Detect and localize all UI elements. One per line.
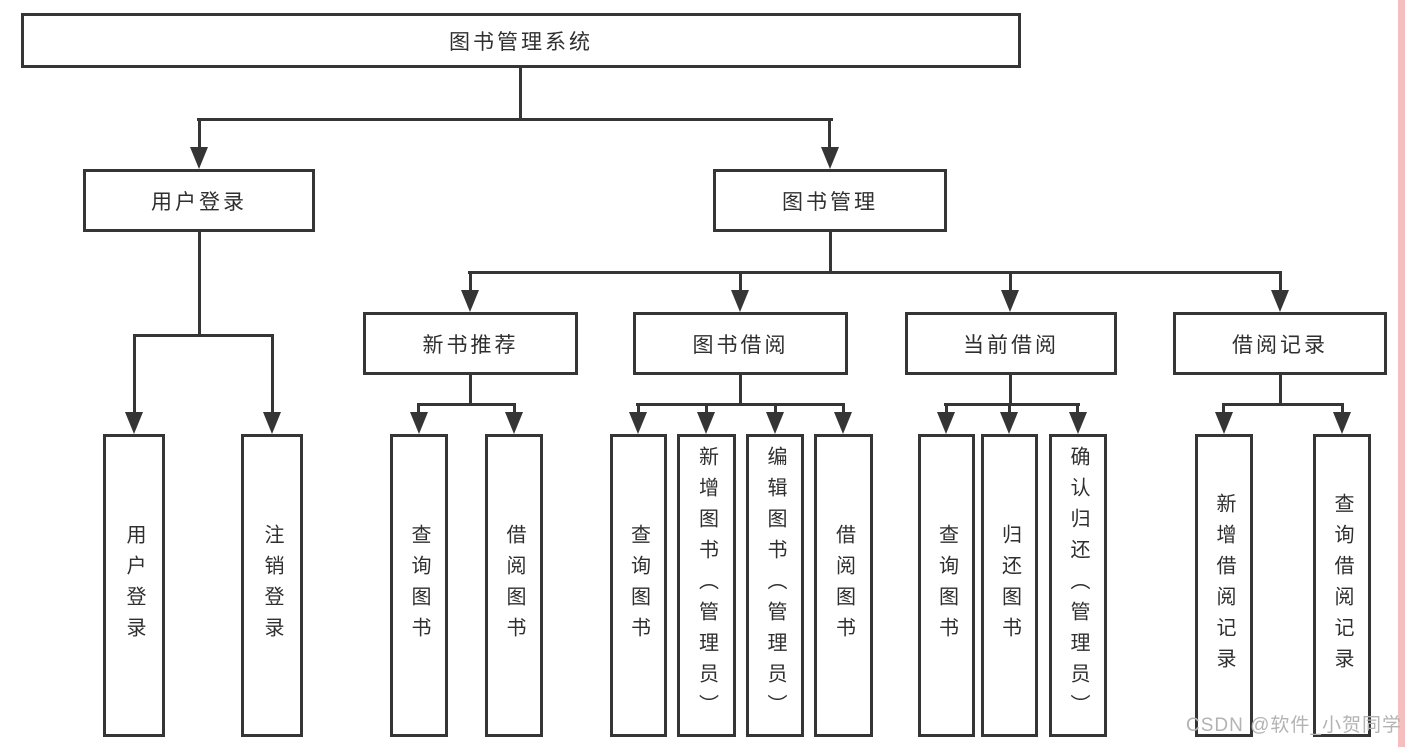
leaf-borrow-add-books-admin: 新增图书（管理员） <box>677 434 736 737</box>
leaf-current-return-books-label: 归还图书 <box>998 523 1021 648</box>
arrowhead-icon <box>1215 412 1233 434</box>
connector-line <box>739 271 742 292</box>
connector-line <box>468 271 1282 274</box>
connector-line <box>198 118 201 150</box>
watermark: CSDN @软件_小贺同学 <box>1186 715 1402 736</box>
connector-line <box>198 232 201 336</box>
leaf-records-add-record-label: 新增借阅记录 <box>1213 492 1235 679</box>
leaf-current-confirm-return-admin: 确认归还（管理员） <box>1049 434 1107 737</box>
right-edge-strip <box>1398 0 1405 747</box>
leaf-user-login-label: 用户登录 <box>123 523 145 648</box>
node-book-management: 图书管理 <box>713 169 947 232</box>
connector-line <box>945 403 948 416</box>
leaf-borrow-query-books: 查询图书 <box>610 434 667 737</box>
connector-line <box>1009 375 1012 405</box>
connector-line <box>705 403 708 416</box>
connector-line <box>1279 375 1282 405</box>
leaf-user-login: 用户登录 <box>103 434 165 737</box>
node-new-book-recommend-label: 新书推荐 <box>422 333 519 357</box>
node-user-login-label: 用户登录 <box>151 190 247 214</box>
node-current-borrow: 当前借阅 <box>905 312 1117 375</box>
node-user-login: 用户登录 <box>83 169 315 232</box>
leaf-recommend-query-books: 查询图书 <box>390 434 448 737</box>
leaf-borrow-edit-books-admin: 编辑图书（管理员） <box>746 434 804 737</box>
node-book-management-label: 图书管理 <box>782 190 878 214</box>
connector-line <box>944 403 1080 406</box>
leaf-borrow-query-books-label: 查询图书 <box>627 523 650 648</box>
arrowhead-icon <box>937 412 955 434</box>
node-book-borrow-label: 图书借阅 <box>692 333 789 357</box>
arrowhead-icon <box>1000 412 1018 434</box>
node-root-label: 图书管理系统 <box>449 30 593 54</box>
leaf-borrow-add-books-admin-label: 新增图书（管理员） <box>695 446 718 725</box>
node-borrow-records: 借阅记录 <box>1173 312 1387 375</box>
arrowhead-icon <box>731 290 749 312</box>
leaf-recommend-borrow-books-label: 借阅图书 <box>503 523 525 648</box>
connector-line <box>842 403 845 416</box>
arrowhead-icon <box>629 412 647 434</box>
arrowhead-icon <box>461 290 479 312</box>
leaf-borrow-edit-books-admin-label: 编辑图书（管理员） <box>764 446 786 725</box>
connector-line <box>519 68 522 121</box>
leaf-records-query-record: 查询借阅记录 <box>1313 434 1371 737</box>
leaf-current-query-books: 查询图书 <box>918 434 975 737</box>
arrowhead-icon <box>1001 290 1019 312</box>
leaf-records-add-record: 新增借阅记录 <box>1195 434 1253 737</box>
leaf-recommend-borrow-books: 借阅图书 <box>485 434 543 737</box>
connector-line <box>197 118 833 121</box>
leaf-records-query-record-label: 查询借阅记录 <box>1331 492 1353 679</box>
connector-line <box>1222 403 1225 416</box>
arrowhead-icon <box>190 147 208 169</box>
arrowhead-icon <box>125 412 143 434</box>
connector-line <box>1009 271 1012 292</box>
connector-line <box>1341 403 1344 416</box>
connector-line <box>1008 403 1011 416</box>
connector-line <box>417 403 516 406</box>
leaf-logout-label: 注销登录 <box>261 523 283 648</box>
arrowhead-icon <box>410 412 428 434</box>
arrowhead-icon <box>1333 412 1351 434</box>
connector-line <box>828 118 831 150</box>
node-book-borrow: 图书借阅 <box>633 312 848 375</box>
connector-line <box>469 271 472 292</box>
leaf-borrow-borrow-books: 借阅图书 <box>814 434 873 737</box>
connector-line <box>637 403 640 416</box>
connector-line <box>271 334 274 416</box>
arrowhead-icon <box>505 412 523 434</box>
leaf-current-return-books: 归还图书 <box>981 434 1038 737</box>
node-root: 图书管理系统 <box>21 13 1021 68</box>
node-borrow-records-label: 借阅记录 <box>1232 333 1328 357</box>
leaf-current-query-books-label: 查询图书 <box>935 523 958 648</box>
arrowhead-icon <box>834 412 852 434</box>
arrowhead-icon <box>263 412 281 434</box>
leaf-borrow-borrow-books-label: 借阅图书 <box>832 523 855 648</box>
arrowhead-icon <box>1069 412 1087 434</box>
arrowhead-icon <box>697 412 715 434</box>
arrowhead-icon <box>766 412 784 434</box>
node-new-book-recommend: 新书推荐 <box>363 312 578 375</box>
connector-line <box>469 375 472 405</box>
leaf-current-confirm-return-admin-label: 确认归还（管理员） <box>1067 446 1089 725</box>
leaf-logout: 注销登录 <box>241 434 303 737</box>
connector-line <box>1076 403 1079 416</box>
arrowhead-icon <box>821 147 839 169</box>
connector-line <box>636 403 845 406</box>
connector-line <box>1222 403 1344 406</box>
node-current-borrow-label: 当前借阅 <box>963 333 1059 357</box>
connector-line <box>417 403 420 416</box>
connector-line <box>829 232 832 273</box>
arrowhead-icon <box>1271 290 1289 312</box>
connector-line <box>739 375 742 405</box>
leaf-recommend-query-books-label: 查询图书 <box>408 523 430 648</box>
connector-line <box>774 403 777 416</box>
connector-line <box>133 334 136 416</box>
connector-line <box>513 403 516 416</box>
connector-line <box>133 334 274 337</box>
connector-line <box>1279 271 1282 292</box>
